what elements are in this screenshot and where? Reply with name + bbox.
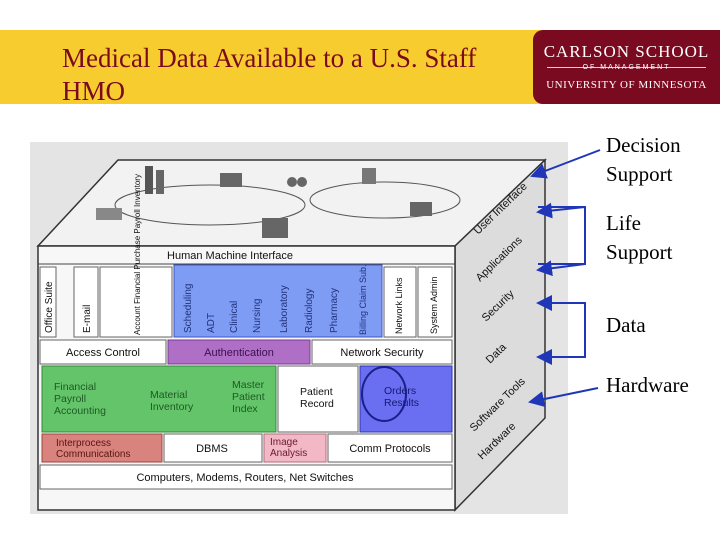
app-account: [99, 266, 173, 338]
person-icon: [287, 177, 297, 187]
software-label-line: Communications: [56, 449, 130, 460]
business-data-block: [41, 365, 277, 433]
network-ring-left: [114, 184, 306, 226]
data-label-line: Financial: [54, 381, 96, 393]
server-icon: [145, 166, 153, 194]
app-label: Network Links: [394, 277, 404, 334]
hospital-icon: [262, 218, 288, 238]
network-ring-right: [309, 181, 461, 219]
data-layer: Financial Payroll Accounting Material In…: [41, 365, 453, 433]
label-decision-support: Decision Support: [606, 131, 681, 189]
network-security-box: [311, 339, 453, 365]
app-label: Pharmacy: [329, 288, 340, 333]
app-label: Radiology: [304, 289, 315, 333]
access-control-box: [39, 339, 167, 365]
software-label-line: Interprocess: [56, 438, 111, 449]
app-label: Clinical: [229, 301, 240, 333]
computer-icon: [96, 208, 122, 220]
app-office-suite: [39, 266, 57, 338]
data-label-line: Index: [232, 403, 258, 415]
data-label-line: Material: [150, 389, 187, 401]
data-label-line: Master: [232, 379, 265, 391]
logo-rule: [547, 67, 706, 68]
data-label-line: Patient: [232, 391, 265, 403]
comm-protocols-label: Comm Protocols: [349, 443, 431, 455]
app-label: Office Suite: [44, 281, 55, 333]
software-label: Interprocess Communications: [56, 438, 130, 460]
label-decision-support-line1: Decision: [606, 133, 681, 157]
app-system-admin: [417, 266, 453, 338]
orders-highlight-circle: [361, 366, 407, 422]
network-security-label: Network Security: [340, 347, 424, 359]
label-decision-support-line2: Support: [606, 162, 673, 186]
server-icon: [156, 170, 164, 194]
data-label-line: Payroll: [54, 393, 86, 405]
data-label-line: Patient: [300, 386, 333, 398]
app-label: Billing Claim Sub.: [358, 264, 368, 335]
interprocess-box: [41, 433, 163, 463]
data-label: Orders Results: [384, 385, 419, 409]
software-label-line: Analysis: [270, 448, 307, 459]
app-label: Nursing: [252, 299, 263, 333]
logo-line-1: CARLSON SCHOOL: [543, 42, 710, 61]
data-label-line: Orders: [384, 385, 416, 397]
dbms-label: DBMS: [196, 443, 228, 455]
slide-title: Medical Data Available to a U.S. Staff H…: [62, 43, 477, 106]
application-layer: Office Suite E-mail Account Financial Pu…: [39, 174, 453, 338]
data-label-line: Accounting: [54, 405, 106, 417]
dbms-box: [163, 433, 263, 463]
app-label: Laboratory: [279, 285, 290, 333]
data-label: Financial Payroll Accounting: [54, 381, 106, 417]
label-life-support-line2: Support: [606, 240, 673, 264]
software-label: Image Analysis: [270, 437, 307, 459]
clinical-apps-block: [173, 264, 383, 338]
access-control-label: Access Control: [66, 347, 140, 359]
app-label: System Admin: [429, 276, 439, 334]
life-support-arrow-top: [536, 202, 586, 219]
authentication-label: Authentication: [204, 347, 274, 359]
hmi-label: Human Machine Interface: [167, 250, 293, 262]
label-life-support: Life Support: [606, 209, 673, 267]
label-data: Data: [606, 313, 646, 337]
life-support-arrow-bottom: [536, 260, 586, 277]
data-label: Material Inventory: [150, 389, 194, 413]
data-label: Patient Record: [300, 386, 336, 410]
life-support-bracket: [538, 206, 586, 265]
app-email: [73, 266, 99, 338]
image-analysis-box: [263, 433, 327, 463]
label-life-support-line1: Life: [606, 211, 641, 235]
app-label: E-mail: [82, 305, 93, 333]
logo-line-2: OF MANAGEMENT: [582, 64, 671, 71]
decision-support-arrow: [530, 149, 601, 179]
app-label: Account Financial Purchase Payroll Inven…: [133, 174, 142, 335]
software-label-line: Image: [270, 437, 298, 448]
hardware-label: Computers, Modems, Routers, Net Switches: [136, 472, 354, 484]
pharmacy-icon: [362, 168, 376, 184]
authentication-box: [167, 339, 311, 365]
app-network-links: [383, 266, 417, 338]
app-label: Scheduling: [183, 284, 194, 333]
data-label: Master Patient Index: [232, 379, 268, 415]
comm-protocols-box: [327, 433, 453, 463]
logo-line-3: UNIVERSITY OF MINNESOTA: [546, 79, 707, 91]
ambulance-icon: [220, 173, 242, 187]
software-tools-layer: Interprocess Communications DBMS Image A…: [41, 433, 453, 463]
patient-record-box: [277, 365, 359, 433]
person-icon: [297, 177, 307, 187]
hardware-arrow: [528, 387, 599, 408]
hardware-box: [39, 464, 453, 490]
category-connectors: [528, 149, 601, 408]
data-label-line: Results: [384, 397, 419, 409]
building-icon: [410, 202, 432, 216]
data-label-line: Inventory: [150, 401, 194, 413]
app-label: ADT: [206, 313, 217, 333]
university-logo: CARLSON SCHOOL OF MANAGEMENT UNIVERSITY …: [533, 30, 720, 104]
label-hardware: Hardware: [606, 373, 689, 397]
security-layer: Access Control Authentication Network Se…: [39, 339, 453, 365]
data-label-line: Record: [300, 398, 334, 410]
